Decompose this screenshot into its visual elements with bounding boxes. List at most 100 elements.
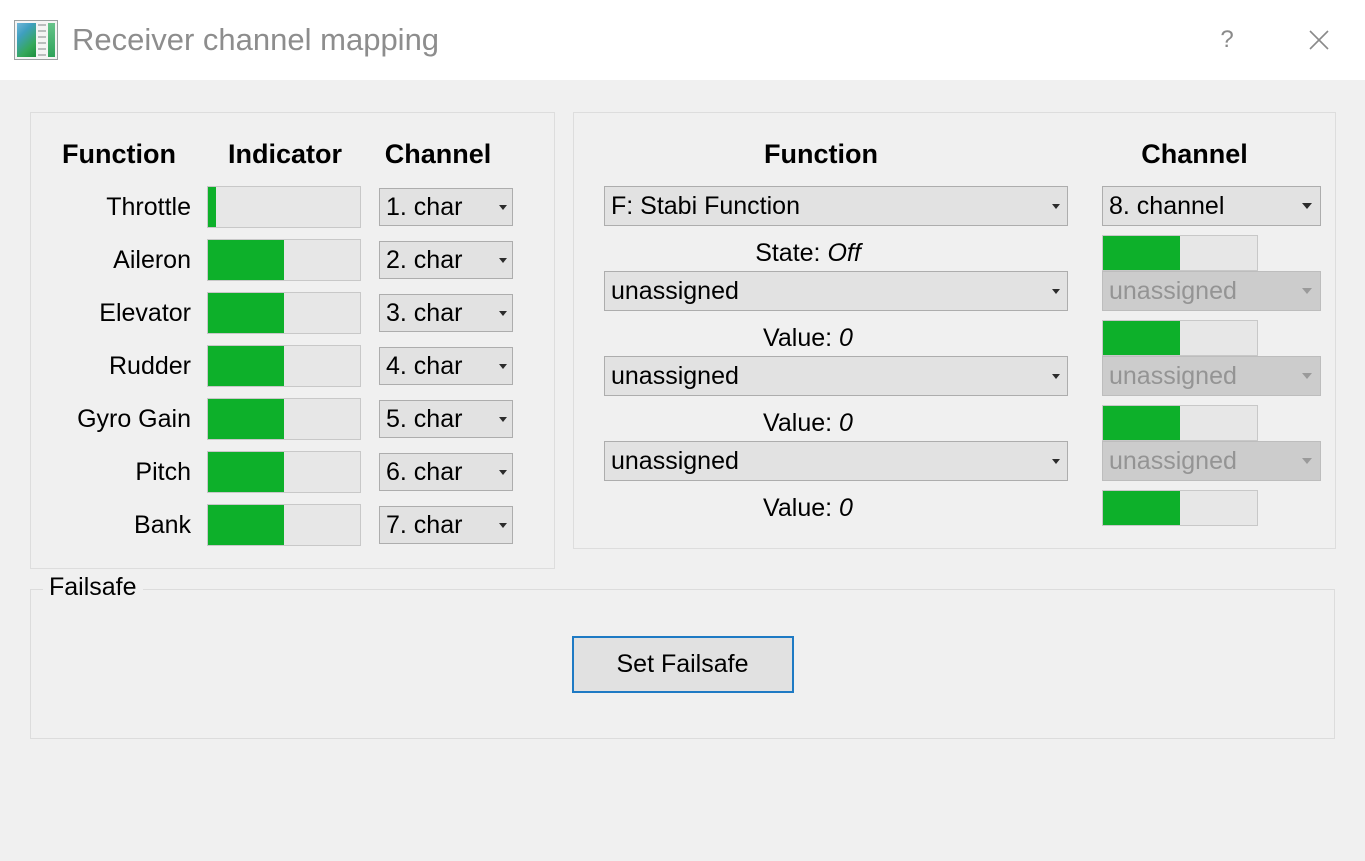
failsafe-body: Set Failsafe [31, 590, 1334, 738]
status-text: State: Off [574, 239, 1068, 268]
right-table-header: Function Channel [574, 139, 1335, 170]
function-label: Aileron [113, 245, 191, 274]
function-label: Bank [134, 510, 191, 539]
indicator-bar [207, 186, 361, 228]
indicator-bar [1102, 405, 1258, 441]
close-icon[interactable] [1273, 0, 1365, 80]
window-controls: ? [1181, 0, 1365, 80]
indicator-bar [1102, 235, 1258, 271]
channel-select[interactable]: 5. char [379, 400, 513, 438]
channel-select[interactable]: 7. char [379, 506, 513, 544]
status-text: Value: 0 [574, 409, 1068, 438]
chevron-down-icon [494, 364, 512, 369]
header-indicator: Indicator [227, 139, 342, 169]
table-row: Gyro Gain 5. char [31, 398, 554, 440]
channel-select[interactable]: 2. char [379, 241, 513, 279]
status-value: 0 [839, 323, 853, 352]
table-row: Bank 7. char [31, 504, 554, 546]
channel-select[interactable]: 8. channel [1102, 186, 1321, 226]
chevron-down-icon [1294, 288, 1320, 294]
function-label: Elevator [99, 298, 191, 327]
status-label: Value: [763, 323, 833, 352]
channel-select[interactable]: 6. char [379, 453, 513, 491]
table-row: unassigned unassigned [574, 441, 1335, 481]
table-row: unassigned unassigned [574, 356, 1335, 396]
status-text: Value: 0 [574, 324, 1068, 353]
status-row: Value: 0 [574, 320, 1335, 356]
chevron-down-icon [494, 523, 512, 528]
table-row: Pitch 6. char [31, 451, 554, 493]
app-window-icon [14, 20, 58, 60]
indicator-bar [207, 239, 361, 281]
status-row: State: Off [574, 235, 1335, 271]
indicator-bar [207, 292, 361, 334]
channel-select: unassigned [1102, 356, 1321, 396]
status-label: Value: [763, 493, 833, 522]
app-icon-gradient-pane [17, 23, 36, 57]
window-title: Receiver channel mapping [72, 22, 440, 57]
indicator-bar [207, 504, 361, 546]
function-label: Gyro Gain [77, 404, 191, 433]
chevron-down-icon [1294, 373, 1320, 379]
status-value: Off [827, 238, 861, 267]
indicator-bar [207, 345, 361, 387]
table-row: Aileron 2. char [31, 239, 554, 281]
function-label: Pitch [135, 457, 191, 486]
chevron-down-icon [1294, 458, 1320, 464]
indicator-bar [1102, 320, 1258, 356]
header-function: Function [62, 139, 176, 169]
chevron-down-icon [1045, 459, 1067, 464]
status-value: 0 [839, 408, 853, 437]
function-select[interactable]: unassigned [604, 356, 1068, 396]
title-bar: Receiver channel mapping ? [0, 0, 1365, 80]
status-label: Value: [763, 408, 833, 437]
failsafe-group: Failsafe Set Failsafe [30, 573, 1335, 739]
function-label: Rudder [109, 351, 191, 380]
channel-select: unassigned [1102, 271, 1321, 311]
channel-select[interactable]: 1. char [379, 188, 513, 226]
failsafe-legend: Failsafe [43, 573, 143, 602]
dialog-content: Function Indicator Channel Throttle 1. ch… [0, 80, 1365, 861]
status-label: State: [755, 238, 821, 267]
app-icon-lines [37, 23, 47, 57]
function-label: Throttle [106, 192, 191, 221]
panels-row: Function Indicator Channel Throttle 1. ch… [30, 112, 1343, 569]
app-icon-green-bar [48, 23, 55, 57]
help-button[interactable]: ? [1220, 26, 1234, 53]
indicator-bar [207, 451, 361, 493]
function-select[interactable]: unassigned [604, 271, 1068, 311]
chevron-down-icon [494, 311, 512, 316]
left-table-header: Function Indicator Channel [31, 139, 554, 170]
indicator-bar [207, 398, 361, 440]
channel-select: unassigned [1102, 441, 1321, 481]
table-row: Elevator 3. char [31, 292, 554, 334]
channel-select[interactable]: 3. char [379, 294, 513, 332]
header-channel: Channel [1141, 139, 1248, 169]
chevron-down-icon [494, 470, 512, 475]
function-select[interactable]: unassigned [604, 441, 1068, 481]
status-row: Value: 0 [574, 405, 1335, 441]
table-row: Rudder 4. char [31, 345, 554, 387]
status-row: Value: 0 [574, 490, 1335, 526]
status-value: 0 [839, 493, 853, 522]
table-row: F: Stabi Function 8. channel [574, 186, 1335, 226]
header-function: Function [764, 139, 878, 169]
chevron-down-icon [1045, 204, 1067, 209]
auxiliary-functions-panel: Function Channel F: Stabi Function 8. cha… [573, 112, 1336, 549]
indicator-bar [1102, 490, 1258, 526]
chevron-down-icon [494, 258, 512, 263]
chevron-down-icon [494, 205, 512, 210]
set-failsafe-button[interactable]: Set Failsafe [571, 635, 794, 693]
channel-select[interactable]: 4. char [379, 347, 513, 385]
table-row: unassigned unassigned [574, 271, 1335, 311]
status-text: Value: 0 [574, 494, 1068, 523]
chevron-down-icon [1294, 203, 1320, 209]
function-select[interactable]: F: Stabi Function [604, 186, 1068, 226]
header-channel: Channel [384, 139, 492, 169]
